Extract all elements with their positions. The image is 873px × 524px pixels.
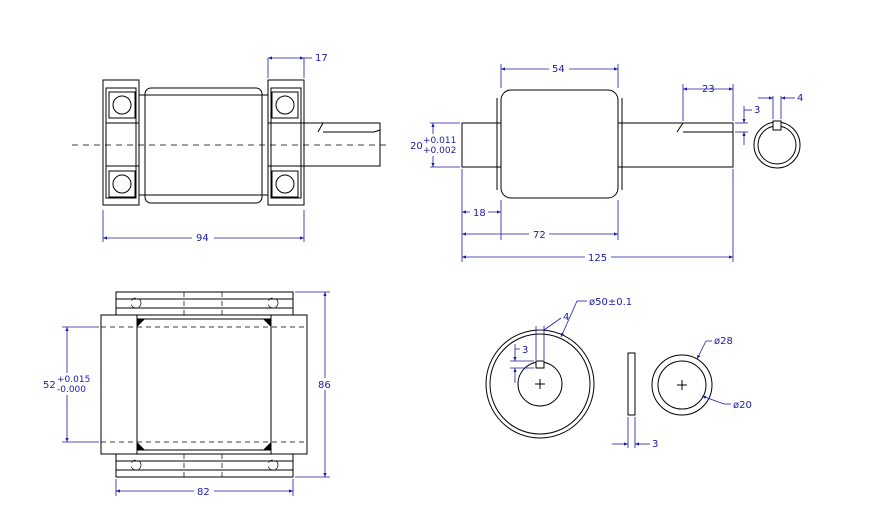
dim-text-72: 72: [533, 230, 546, 241]
dim-text-phi20: ø20: [733, 400, 752, 411]
dim-text-3c: 3: [652, 439, 658, 450]
dim-roller-od: ø50±0.1: [560, 297, 632, 338]
roller-end-view: [485, 329, 595, 439]
dim-text-4b: 4: [563, 312, 569, 323]
dim-shaft-shoulder: 72: [462, 200, 619, 241]
dim-shaft-step: 18: [461, 169, 502, 262]
spacer-view: [651, 354, 713, 416]
left-bearing-block: [102, 79, 140, 206]
assembly-view: 17 94: [72, 53, 390, 244]
frame-top-rail: [115, 291, 294, 316]
dim-assembly-length: 94: [102, 210, 305, 244]
dim-text-4a: 4: [797, 93, 803, 104]
dim-spacer-od: ø28: [696, 336, 733, 360]
dim-text-phi50: ø50±0.1: [589, 297, 632, 308]
dim-hub-key-width: 4: [535, 312, 569, 360]
dim-text-3a: 3: [754, 105, 760, 116]
frame-bottom-rail: [115, 453, 294, 478]
dim-shaft-diameter: 20 +0.011 +0.002: [408, 122, 460, 168]
dim-text-125: 125: [588, 253, 607, 264]
dim-key-depth: 3: [735, 105, 760, 145]
right-bearing-block: [267, 79, 305, 206]
dim-text-3b: 3: [522, 345, 528, 356]
roller-body: [138, 87, 269, 204]
dim-text-94: 94: [196, 233, 209, 244]
frame-left-post: [100, 314, 138, 455]
dim-text-52-lower: -0.000: [57, 385, 86, 395]
dim-text-86: 86: [318, 380, 331, 391]
shaft-right-end: [616, 122, 734, 168]
dim-text-17: 17: [315, 53, 328, 64]
dim-text-54: 54: [552, 64, 565, 75]
dim-frame-inner: 52 +0.015 -0.000: [40, 326, 99, 443]
parts-view: ø50±0.1 4 3 3: [485, 297, 752, 450]
dim-roller-length: 54: [500, 62, 619, 88]
dim-text-20-upper: +0.011: [423, 136, 456, 146]
dim-frame-height: 86: [295, 291, 336, 478]
frame-body: [100, 314, 308, 455]
dim-hub-key-depth: 3: [510, 344, 534, 383]
dim-text-23: 23: [702, 84, 715, 95]
dim-shaft-total: 125: [462, 169, 734, 264]
shaft-left-end: [461, 122, 503, 168]
dim-bearing-width: 17: [267, 53, 328, 78]
shaft-end-view: 4: [753, 93, 803, 169]
shaft-roller: [500, 89, 619, 199]
dim-text-phi28: ø28: [714, 336, 733, 347]
shaft-extension: [303, 122, 381, 167]
frame-view: 52 +0.015 -0.000 86 82: [40, 291, 336, 498]
dim-spacer-id: ø20: [701, 395, 752, 411]
dim-text-20: 20: [410, 141, 423, 152]
dim-keyway-length: 23: [682, 84, 734, 121]
dim-text-20-lower: +0.002: [423, 146, 456, 156]
shaft-view: 54 23 3 20 +0.011 +0.002: [408, 62, 803, 264]
dim-text-82: 82: [197, 487, 210, 498]
dim-text-18: 18: [473, 208, 486, 219]
frame-right-post: [270, 314, 308, 455]
dim-frame-width: 82: [115, 479, 294, 498]
dim-text-52-upper: +0.015: [57, 375, 90, 385]
dim-text-52: 52: [43, 380, 56, 391]
washer-side-view: 3: [612, 352, 658, 450]
